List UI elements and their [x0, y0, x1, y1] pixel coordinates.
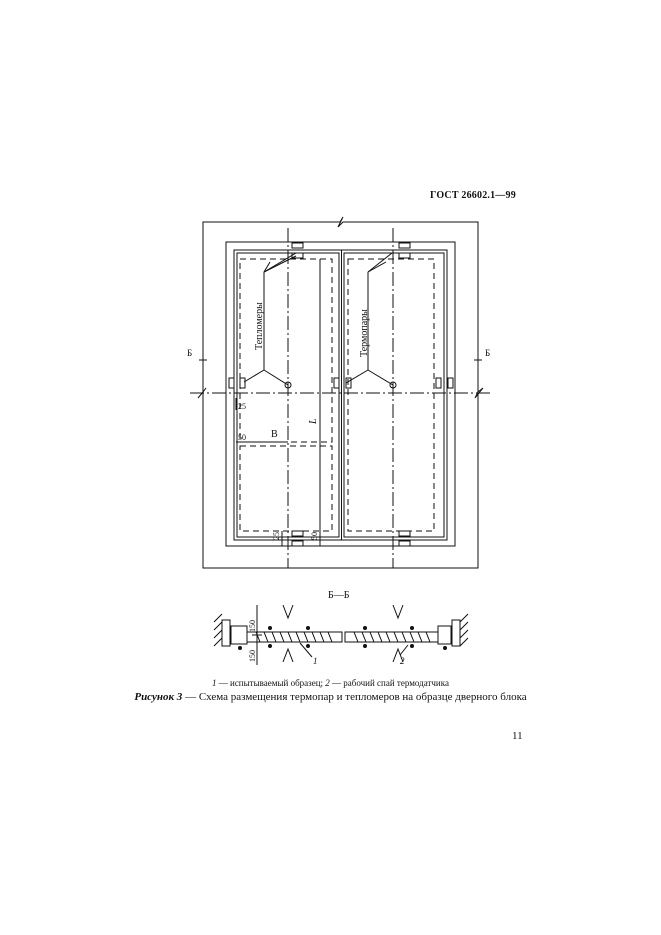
dim-b: В: [271, 429, 278, 440]
callout-2-leader: [399, 644, 409, 656]
legend-item-2-number: 2: [325, 678, 330, 688]
sensor-mid-5: [435, 377, 442, 389]
outer-wall-outline: [197, 216, 484, 569]
callout-1: 1: [313, 656, 318, 666]
section-dot-5: [268, 644, 272, 648]
sensor-mid-1: [228, 377, 235, 389]
section-dot-7: [363, 644, 367, 648]
sensor-top-right-1: [398, 242, 411, 249]
wire-right-upper-a: [367, 252, 393, 273]
section-mark-left: Б: [187, 348, 192, 358]
sensor-center-left: [284, 381, 292, 389]
section-dot-4: [410, 626, 414, 630]
figure-legend: 1 — испытываемый образец; 2 — рабочий сп…: [0, 678, 661, 688]
dim-25-bottom: 25: [272, 532, 281, 540]
dim-l: L: [308, 418, 319, 425]
sensor-center-right: [389, 381, 397, 389]
sensor-bottom-right-2: [398, 540, 411, 547]
wire-left-upper-b: [263, 255, 297, 273]
section-wall-left-hatch: [213, 613, 469, 647]
standard-header: ГОСТ 26602.1—99: [430, 190, 516, 201]
wire-right-upper-b: [367, 261, 387, 273]
section-dot-6: [306, 644, 310, 648]
section-dot-10: [443, 646, 447, 650]
door-frame-outer: [225, 241, 456, 547]
section-leaf-left: [246, 631, 343, 643]
sensor-mid-6: [447, 377, 454, 389]
legend-item-2-text: — рабочий спай термодатчика: [329, 678, 449, 688]
sensor-mid-3: [333, 377, 340, 389]
section-insulation-hatch: [255, 631, 431, 643]
section-arrow-bottom-right: [392, 647, 404, 663]
section-dot-9: [238, 646, 242, 650]
sensor-top-left-2: [291, 252, 304, 259]
section-dot-1: [268, 626, 272, 630]
zone-left-lower: [239, 445, 333, 532]
sensor-mid-2: [239, 377, 246, 389]
section-frame-right: [437, 625, 452, 645]
section-frame-left: [230, 625, 248, 645]
dim-50-left: 50: [238, 433, 246, 442]
door-frame-inner: [233, 249, 448, 541]
caption-text: — Схема размещения термопар и тепломеров…: [182, 691, 527, 703]
section-dot-3: [363, 626, 367, 630]
wire-left-lower-a: [263, 369, 289, 386]
section-dim-150-bottom: 150: [248, 650, 257, 662]
dim-50-bottom: 50: [310, 532, 319, 540]
caption-label: Рисунок 3: [134, 691, 183, 703]
legend-item-1-text: — испытываемый образец;: [216, 678, 326, 688]
section-dot-2: [306, 626, 310, 630]
sensor-top-right-2: [398, 252, 411, 259]
section-wall-left: [221, 619, 231, 647]
section-dim-150-top: 150: [248, 620, 257, 632]
sensor-bottom-right-1: [398, 530, 411, 537]
label-thermocouples: Термопары: [359, 309, 370, 357]
wire-left-lower-b: [243, 369, 265, 383]
section-dot-8: [410, 644, 414, 648]
sensor-bottom-left-1: [291, 530, 304, 537]
section-wall-right: [451, 619, 461, 647]
door-leaf-right: [343, 252, 445, 538]
section-arrow-top-left: [282, 604, 294, 620]
section-title: Б—Б: [328, 590, 350, 601]
sensor-bottom-left-2: [291, 540, 304, 547]
section-arrow-bottom-left: [282, 647, 294, 663]
figure-caption: Рисунок 3 — Схема размещения термопар и …: [0, 690, 661, 704]
wire-left-upper-c: [263, 261, 271, 273]
legend-item-1-number: 1: [212, 678, 217, 688]
sensor-mid-4: [345, 377, 352, 389]
sensor-top-left-1: [291, 242, 304, 249]
label-heat-flow-meters: Тепломеры: [254, 302, 265, 350]
section-arrow-top-right: [392, 604, 404, 620]
zone-right: [347, 258, 435, 532]
section-leaf-right: [344, 631, 439, 643]
callout-1-leader: [299, 642, 313, 658]
section-mark-right: Б: [485, 348, 490, 358]
wire-right-lower-a: [367, 369, 394, 386]
callout-2: 2: [400, 656, 405, 666]
wire-right-lower-b: [345, 369, 369, 384]
page-number: 11: [512, 730, 523, 742]
dim-25-top: 25: [238, 402, 246, 411]
